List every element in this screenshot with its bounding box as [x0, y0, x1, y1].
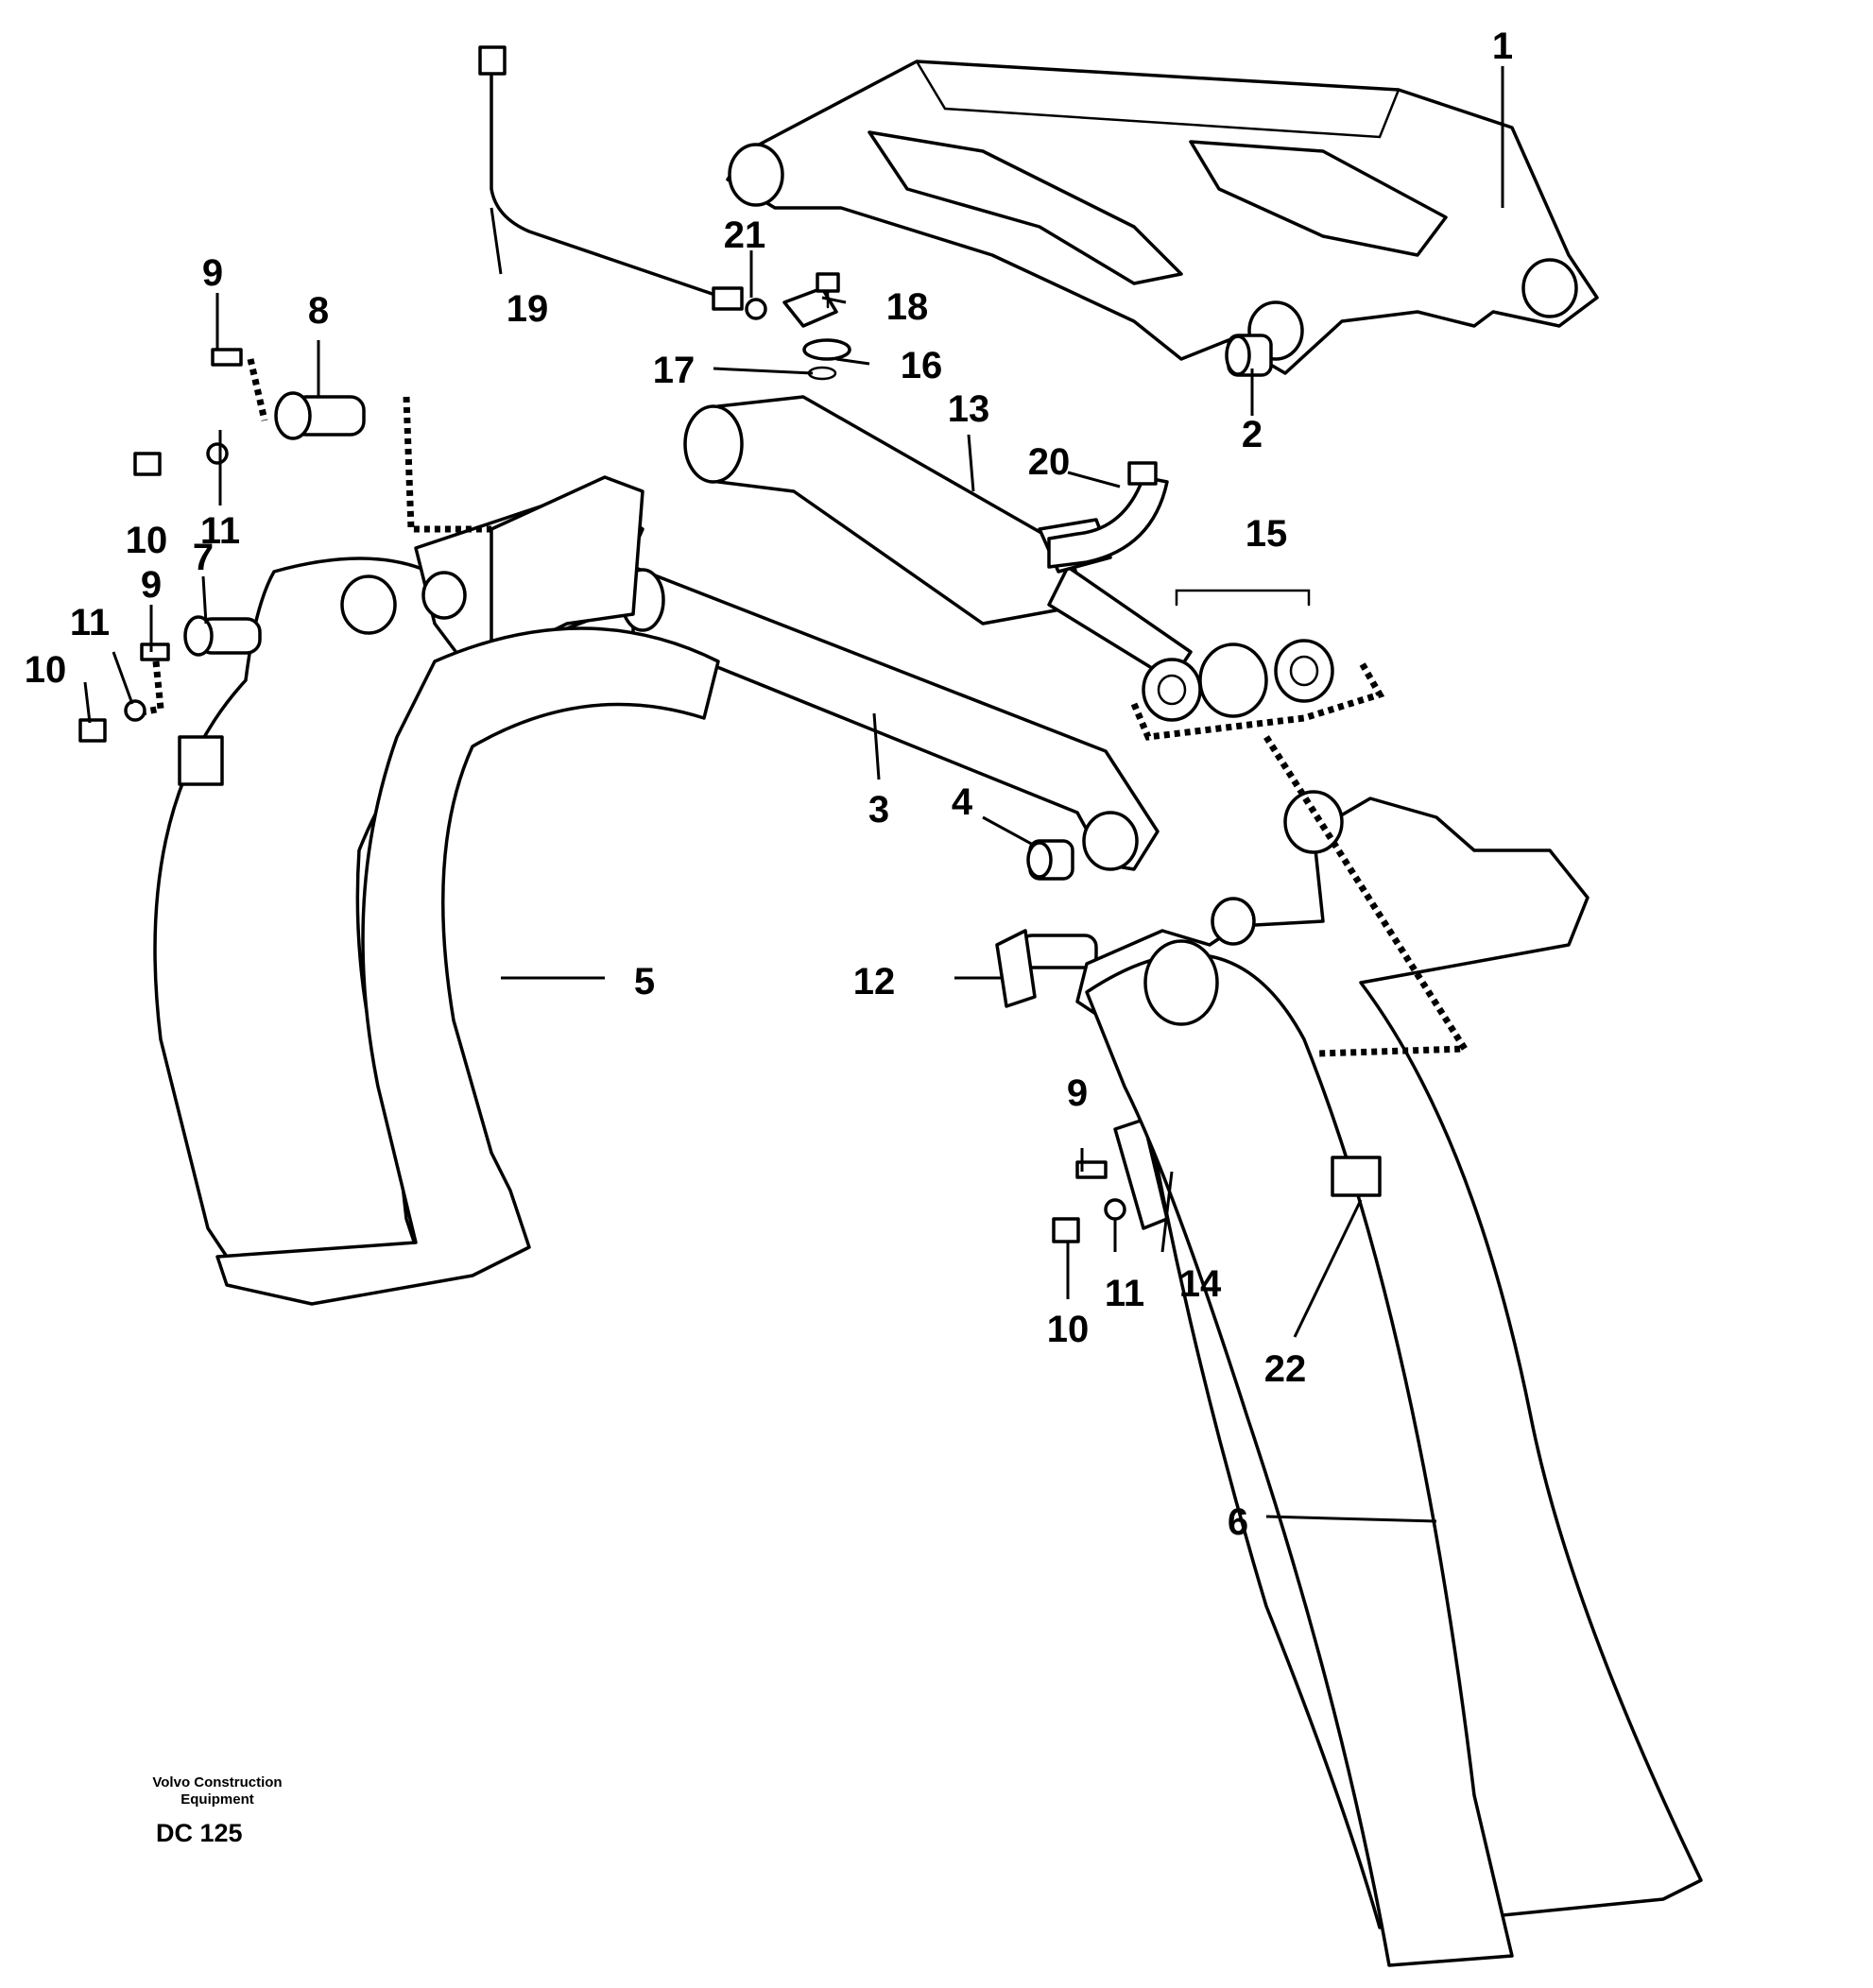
callout-8: 8 — [308, 290, 329, 332]
callout-2: 2 — [1242, 414, 1263, 455]
callout-22: 22 — [1264, 1348, 1307, 1390]
callout-11c: 11 — [1105, 1273, 1144, 1314]
publisher-credit: Volvo Construction Equipment — [123, 1774, 312, 1808]
part-bushing-set — [1130, 589, 1385, 741]
callout-10c: 10 — [1047, 1309, 1090, 1350]
callout-19: 19 — [507, 288, 549, 330]
callout-6: 6 — [1228, 1501, 1248, 1543]
callout-17: 17 — [653, 350, 696, 391]
callout-21: 21 — [724, 214, 766, 256]
callout-9c: 9 — [1067, 1072, 1088, 1114]
callout-4: 4 — [952, 781, 973, 823]
part-hose-line — [478, 45, 739, 304]
callout-12: 12 — [853, 961, 896, 1003]
part-grapple-arm-left — [153, 475, 720, 1306]
part-fasteners — [78, 348, 1126, 1243]
part-bushing-top — [1225, 334, 1273, 377]
callout-13: 13 — [948, 388, 990, 430]
callout-7: 7 — [193, 537, 214, 578]
callout-9b: 9 — [141, 564, 162, 606]
callout-10a: 10 — [126, 520, 168, 561]
callout-3: 3 — [868, 789, 889, 831]
drawing-code: DC 125 — [156, 1819, 243, 1847]
part-grapple-arm-right — [1075, 735, 1703, 1967]
callout-labels: 1 2 3 4 5 6 7 8 9 9 9 10 10 10 11 11 11 … — [25, 26, 1513, 1543]
callout-15: 15 — [1246, 513, 1288, 555]
callout-16: 16 — [901, 345, 943, 386]
callout-10b: 10 — [25, 649, 67, 691]
callout-11b: 11 — [70, 602, 110, 643]
part-hose-elbow — [1047, 461, 1169, 569]
callout-11a: 11 — [200, 510, 240, 552]
publisher-name-line2: Equipment — [180, 1791, 254, 1808]
callout-5: 5 — [634, 961, 655, 1003]
callout-14: 14 — [1179, 1263, 1222, 1305]
part-bushing-arm — [1026, 839, 1074, 881]
callout-9a: 9 — [202, 252, 223, 294]
leader-lines — [83, 66, 1504, 1523]
callout-1: 1 — [1492, 26, 1513, 67]
part-frame-bracket — [726, 60, 1599, 375]
part-fittings — [712, 272, 851, 381]
callout-18: 18 — [886, 286, 929, 328]
publisher-name-line1: Volvo Construction — [152, 1774, 283, 1791]
callout-20: 20 — [1028, 441, 1071, 483]
